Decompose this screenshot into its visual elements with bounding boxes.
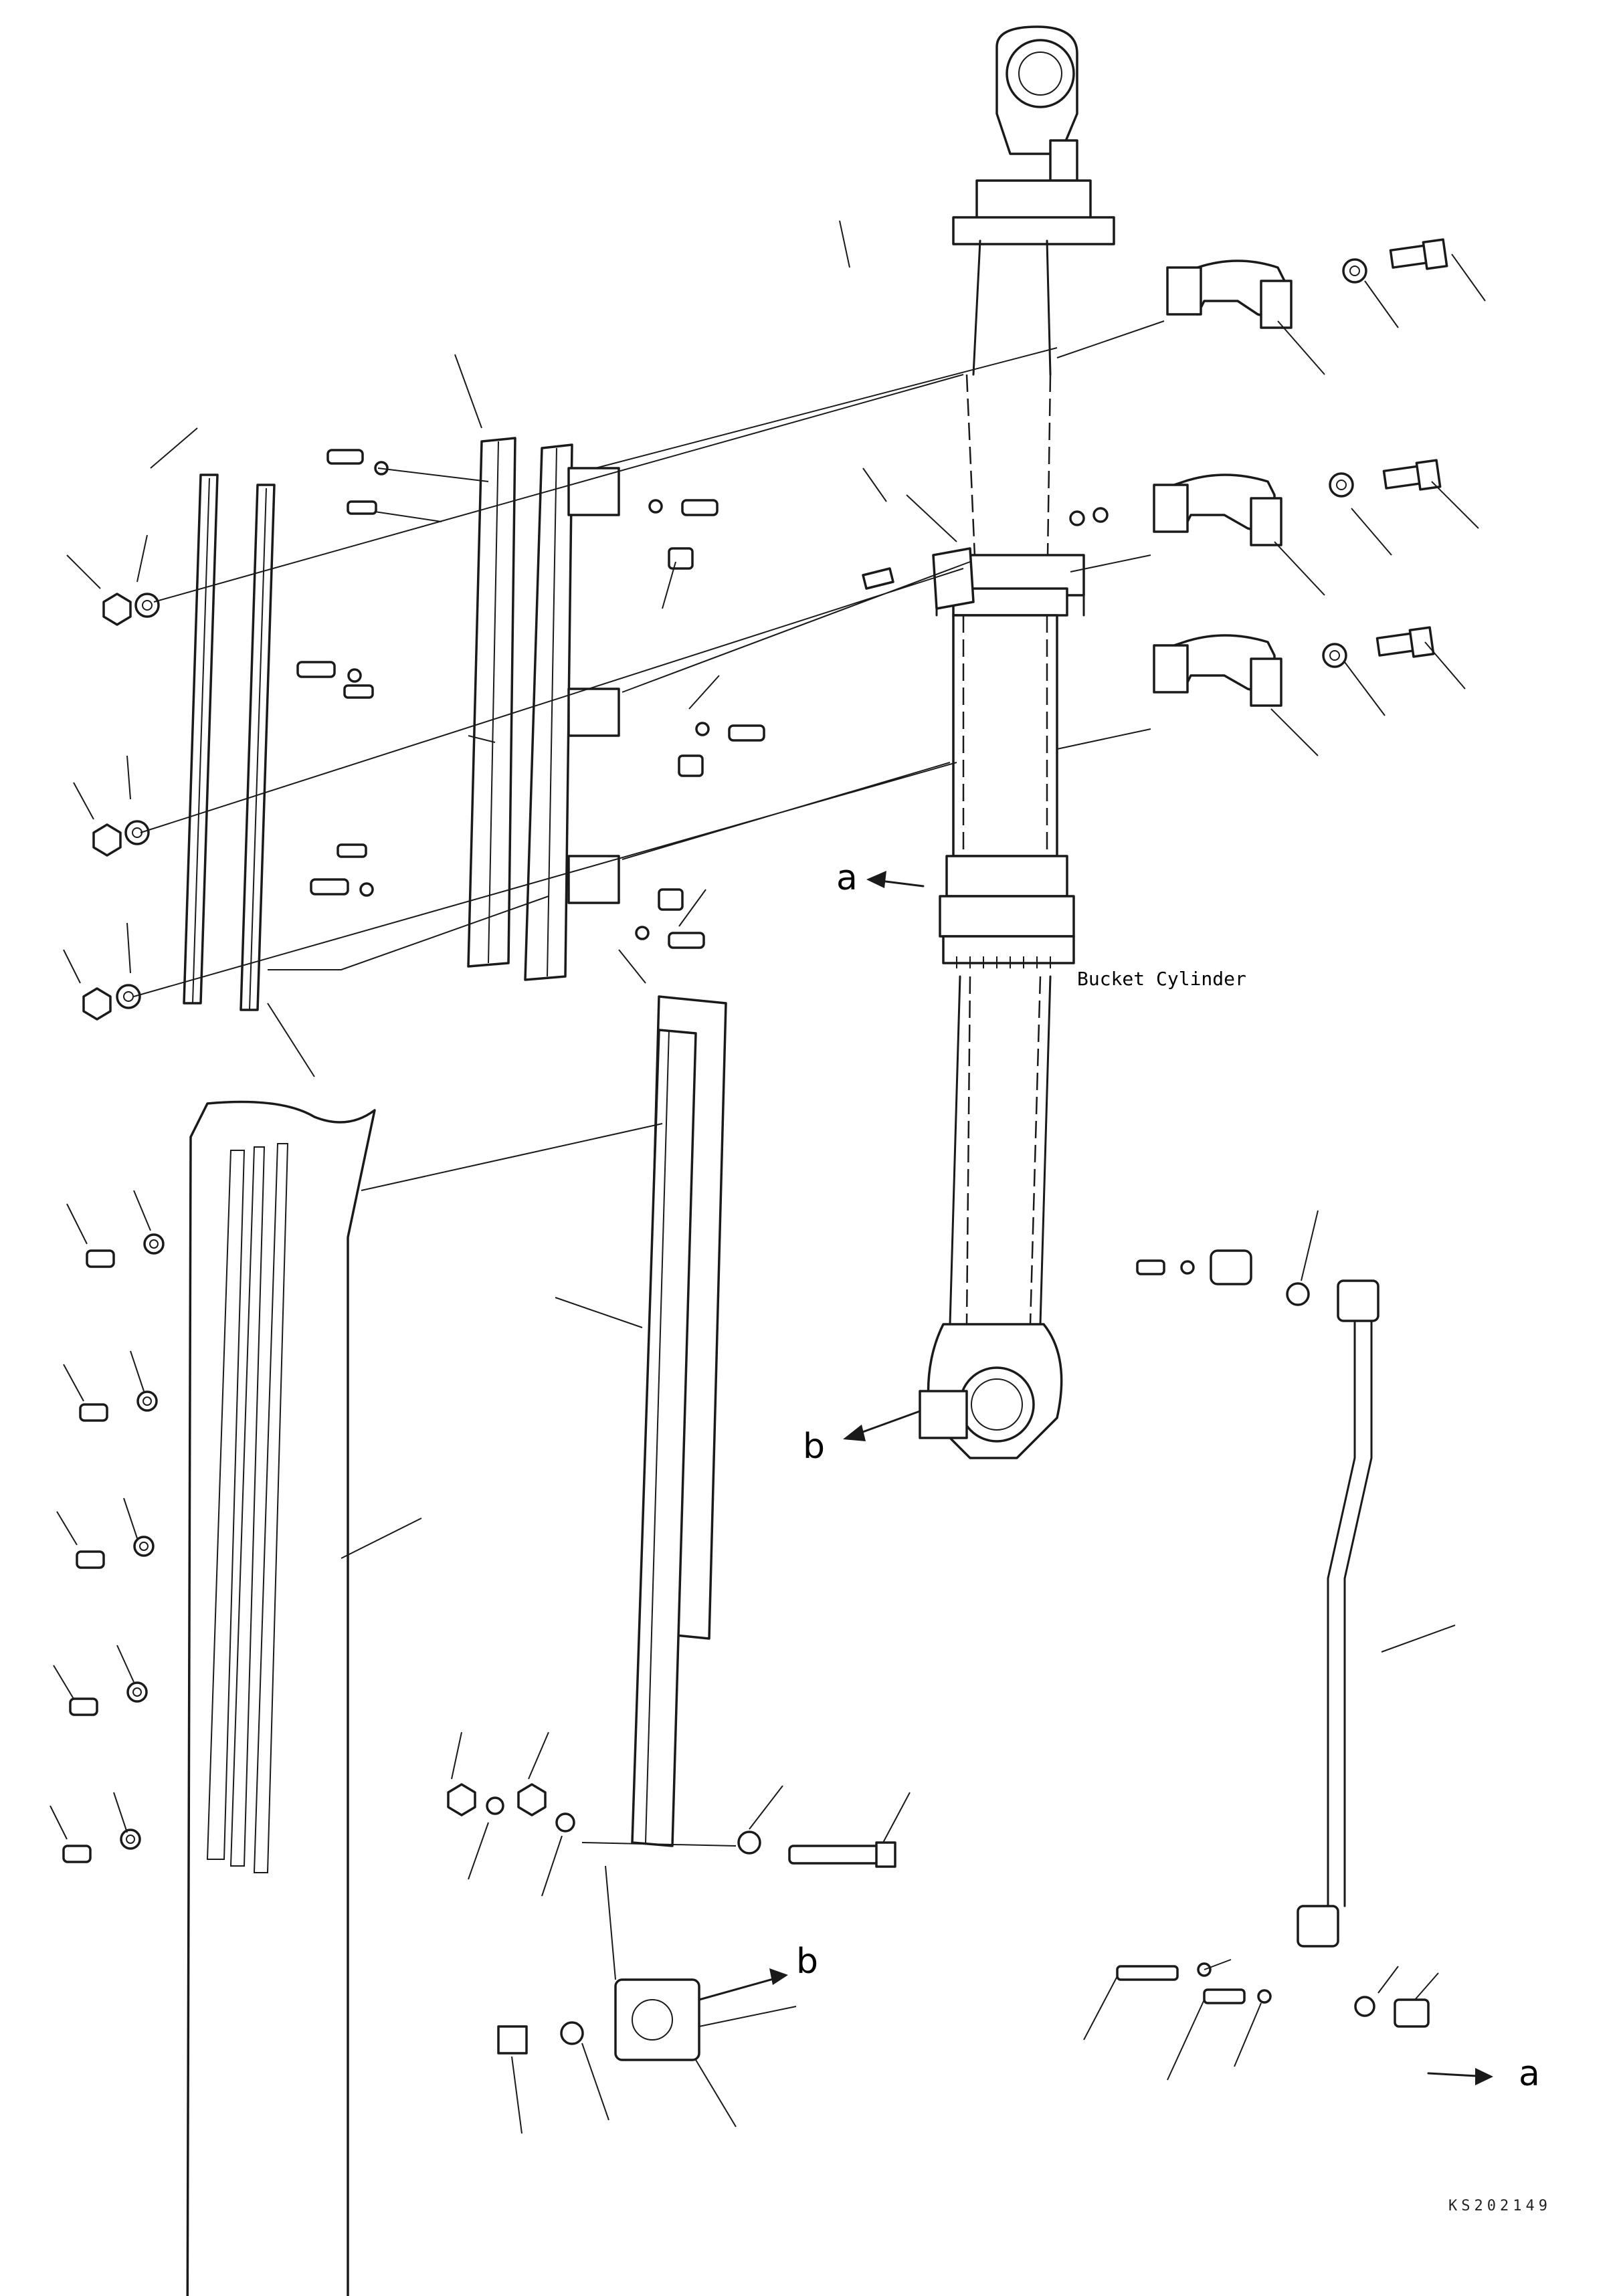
cylinder-cover: [186, 1100, 376, 2296]
ref-b-top-label: b: [803, 1427, 825, 1467]
cylinder-clamp-1: [1166, 259, 1293, 329]
ref-b-bottom-label: b: [796, 1942, 818, 1982]
clamp-bolts: [1322, 238, 1448, 668]
cylinder-clamp-2: [1153, 474, 1282, 546]
bucket-cylinder: [919, 25, 1115, 1459]
drawing-code: KS202149: [1448, 2198, 1551, 2214]
rail-nuts-washers: [82, 593, 160, 1021]
cylinder-clamp-3: [1153, 634, 1282, 707]
middle-bracket: [862, 507, 1109, 610]
cover-bolts: [62, 1233, 165, 1863]
ref-a-bottom-label: a: [1519, 2054, 1540, 2094]
plate-hardware: [447, 1783, 896, 1868]
ref-a-top-label: a: [836, 858, 858, 898]
leader-lines: [50, 220, 1486, 2134]
cylinder-name-label: Bucket Cylinder: [1077, 968, 1246, 990]
guide-plate: [631, 995, 727, 1847]
bracket-assembly: [296, 437, 765, 981]
reference-arrows: [698, 871, 1493, 2085]
hydraulic-pipe: [1116, 1249, 1430, 2028]
pin-lock-plate: [497, 1978, 700, 2061]
guide-rails: [183, 474, 276, 1011]
